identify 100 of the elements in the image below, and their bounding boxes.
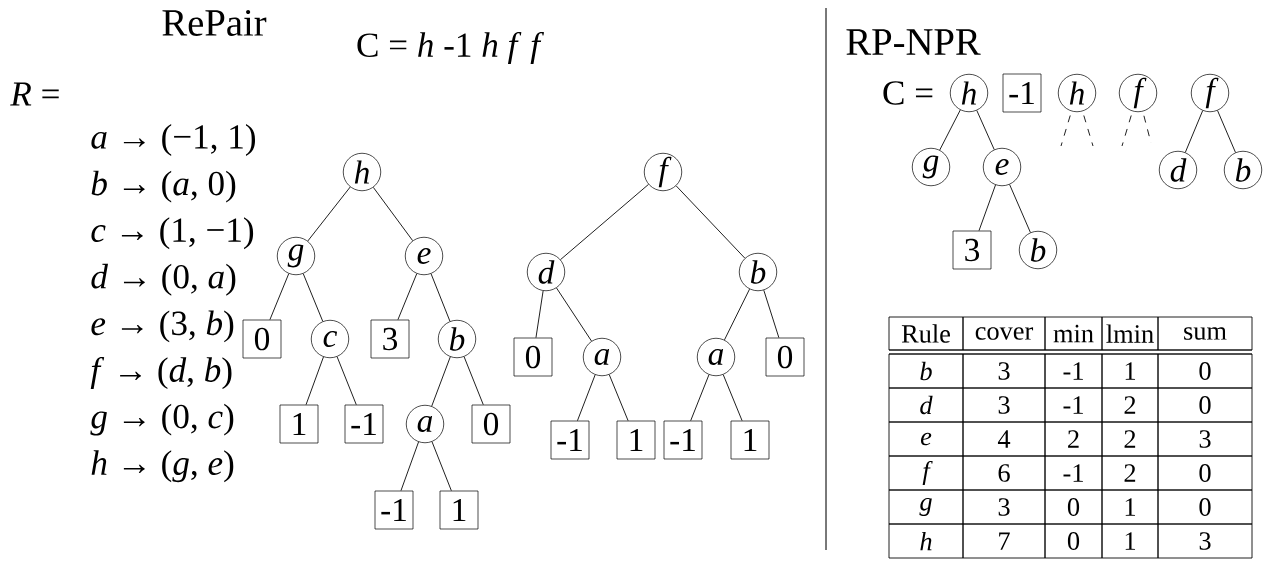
tree-edge	[556, 287, 592, 342]
table-cell: -1	[1044, 353, 1103, 389]
circle-node: a	[405, 404, 445, 444]
tree-edge	[724, 288, 750, 341]
formula-text: C =	[883, 81, 933, 105]
circle-node: h	[342, 152, 382, 192]
grammar-rule: h → (g, e)	[91, 450, 234, 483]
tree-edge	[400, 441, 419, 492]
circle-node: b	[1223, 150, 1263, 190]
table-cell: 7	[962, 523, 1046, 559]
circle-node: f	[1118, 73, 1158, 113]
tree-edge	[1217, 110, 1236, 153]
table-cell: 3	[962, 387, 1046, 423]
tree-edge	[302, 273, 324, 322]
square-node: 0	[471, 404, 511, 444]
table-cell: 3	[1157, 523, 1253, 559]
square-node: -1	[550, 420, 590, 460]
square-node: 1	[616, 420, 656, 460]
tree-edge	[372, 186, 414, 242]
table-cell: e	[888, 421, 964, 457]
grammar-rule: d → (0, a)	[91, 263, 236, 296]
tree-edge	[269, 273, 290, 321]
table-cell: 2	[1101, 421, 1159, 457]
circle-node: h	[949, 73, 989, 113]
square-node: -1	[663, 420, 703, 460]
table-cell: lmin	[1101, 316, 1159, 351]
table-cell: 1	[1101, 523, 1159, 559]
circle-node: a	[582, 337, 622, 377]
table-cell: 0	[1044, 489, 1103, 525]
circle-node: g	[276, 236, 316, 276]
square-node: 3	[370, 319, 410, 359]
circle-node: b	[738, 252, 778, 292]
tree-edge	[463, 356, 484, 406]
table-cell: g	[888, 489, 964, 525]
circle-node: b	[437, 319, 477, 359]
tree-edge	[939, 109, 961, 151]
tree-edge	[431, 356, 451, 407]
table-cell: 0	[1157, 387, 1253, 423]
table-cell: 0	[1044, 523, 1103, 559]
formula-text: R =	[10, 82, 59, 106]
square-node: -1	[1002, 73, 1042, 113]
square-node: 1	[279, 404, 319, 444]
circle-node: c	[310, 319, 350, 359]
tree-edge	[690, 374, 710, 422]
tree-edge	[560, 183, 649, 261]
tree-edge	[763, 289, 780, 339]
table-cell: -1	[1044, 387, 1103, 423]
circle-node: g	[911, 147, 951, 187]
table-cell: min	[1044, 316, 1103, 351]
tree-edge	[577, 374, 596, 422]
tree-edge	[976, 110, 995, 150]
grammar-rule: e → (3, b)	[91, 310, 234, 343]
grammar-rule: g → (0, c)	[90, 403, 234, 436]
square-node: 3	[952, 230, 992, 270]
square-node: 0	[513, 337, 553, 377]
tree-edge	[1009, 184, 1031, 233]
circle-node: b	[1018, 230, 1058, 270]
table-cell: 3	[962, 489, 1046, 525]
table-cell: Rule	[888, 316, 964, 351]
tree-edge	[336, 356, 357, 406]
table-cell: h	[888, 523, 964, 559]
formula-text: C = h -1 h f f	[357, 31, 544, 65]
table-cell: 1	[1101, 489, 1159, 525]
square-node: -1	[374, 490, 414, 530]
square-node: 0	[242, 319, 282, 359]
square-node: 1	[730, 420, 770, 460]
table-cell: 0	[1157, 353, 1253, 389]
tree-edge	[675, 185, 746, 259]
table-cell: f	[888, 455, 964, 491]
circle-node: f	[643, 152, 683, 192]
tree-edge	[608, 374, 629, 422]
table-cell: 0	[1157, 489, 1253, 525]
circle-node: d	[1158, 150, 1198, 190]
square-node: -1	[344, 404, 384, 444]
table-cell: 6	[962, 455, 1046, 491]
table-cell: -1	[1044, 455, 1103, 491]
tree-edge	[397, 273, 418, 321]
table-cell: sum	[1157, 316, 1253, 351]
table-cell: 2	[1101, 455, 1159, 491]
tree-edge	[1184, 110, 1204, 153]
table-cell: 1	[1101, 353, 1159, 389]
circle-node: h	[1057, 73, 1097, 113]
tree-edge	[430, 273, 451, 322]
circle-node: e	[404, 236, 444, 276]
table-cell: 0	[1157, 455, 1253, 491]
table-cell: d	[888, 387, 964, 423]
table-cell: 3	[1157, 421, 1253, 457]
tree-edge	[307, 186, 351, 242]
table-cell: 3	[962, 353, 1046, 389]
circle-node: d	[526, 252, 566, 292]
tree-edge	[722, 374, 743, 422]
grammar-rule: f → (d, b)	[90, 356, 232, 390]
circle-node: a	[696, 337, 736, 377]
square-node: 0	[765, 337, 805, 377]
grammar-rule: a → (−1, 1)	[91, 124, 256, 156]
square-node: 1	[439, 490, 479, 530]
table-cell: cover	[962, 316, 1046, 351]
table-cell: 2	[1101, 387, 1159, 423]
panel-title: RePair	[162, 10, 267, 36]
grammar-rule: c → (1, −1)	[91, 217, 254, 250]
